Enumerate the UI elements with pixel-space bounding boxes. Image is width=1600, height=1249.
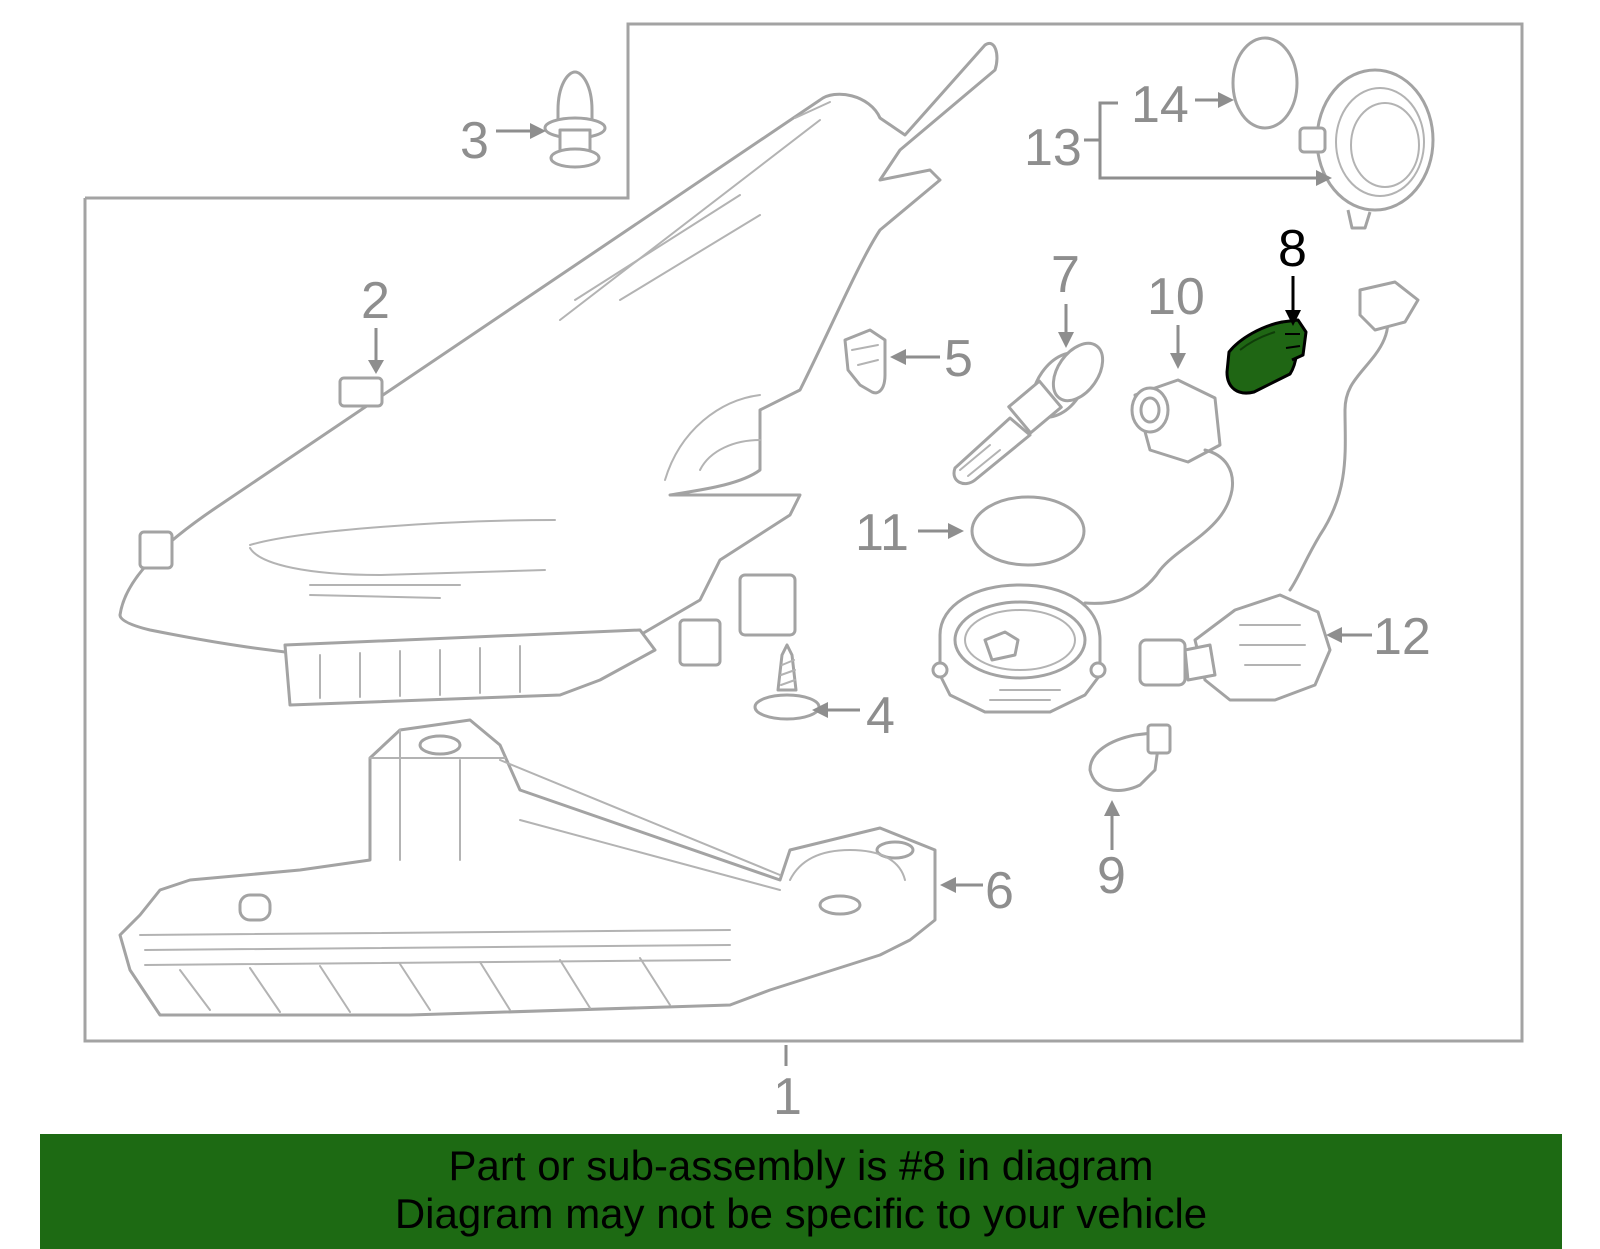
part-5-bracket[interactable] (843, 328, 887, 395)
callout-11[interactable]: 11 (855, 504, 909, 562)
part-10-igniter[interactable] (1083, 378, 1235, 605)
part-6-lower-lamp[interactable] (118, 718, 937, 1017)
callout-1[interactable]: 1 (773, 1068, 802, 1126)
callout-14[interactable]: 14 (1131, 76, 1189, 134)
info-banner: Part or sub-assembly is #8 in diagram Di… (40, 1134, 1562, 1249)
banner-line-1: Part or sub-assembly is #8 in diagram (448, 1142, 1154, 1189)
part-2-headlamp-housing[interactable] (118, 41, 999, 707)
callout-6[interactable]: 6 (985, 862, 1014, 920)
part-14-cap[interactable] (1231, 36, 1299, 130)
part-8-bulb-highlighted[interactable] (1225, 318, 1308, 395)
part-13-cover[interactable] (1298, 68, 1435, 230)
callout-13[interactable]: 13 (1024, 119, 1082, 177)
callout-12[interactable]: 12 (1373, 608, 1431, 666)
callout-3[interactable]: 3 (460, 112, 489, 170)
callout-2[interactable]: 2 (361, 272, 390, 330)
banner-line-2: Diagram may not be specific to your vehi… (394, 1190, 1208, 1237)
callout-leaders (368, 92, 1372, 1066)
callout-9[interactable]: 9 (1097, 847, 1126, 905)
callout-7[interactable]: 7 (1051, 246, 1080, 304)
part-7-bulb[interactable] (952, 334, 1113, 485)
callout-10[interactable]: 10 (1147, 268, 1205, 326)
part-3-push-clip[interactable] (543, 70, 607, 169)
part-12-harness[interactable] (1138, 280, 1420, 702)
assembly-frame (83, 22, 1524, 1043)
callout-labels: 1 2 3 4 5 6 7 8 9 10 11 12 13 14 (361, 76, 1431, 1126)
part-11-o-ring[interactable] (970, 495, 1086, 567)
callout-8-highlighted[interactable]: 8 (1278, 220, 1307, 278)
part-4-pin[interactable] (753, 643, 821, 721)
hid-ballast[interactable] (931, 583, 1107, 714)
callout-5[interactable]: 5 (944, 330, 973, 388)
callout-4[interactable]: 4 (866, 687, 895, 745)
part-9-small-bulb[interactable] (1088, 723, 1172, 792)
